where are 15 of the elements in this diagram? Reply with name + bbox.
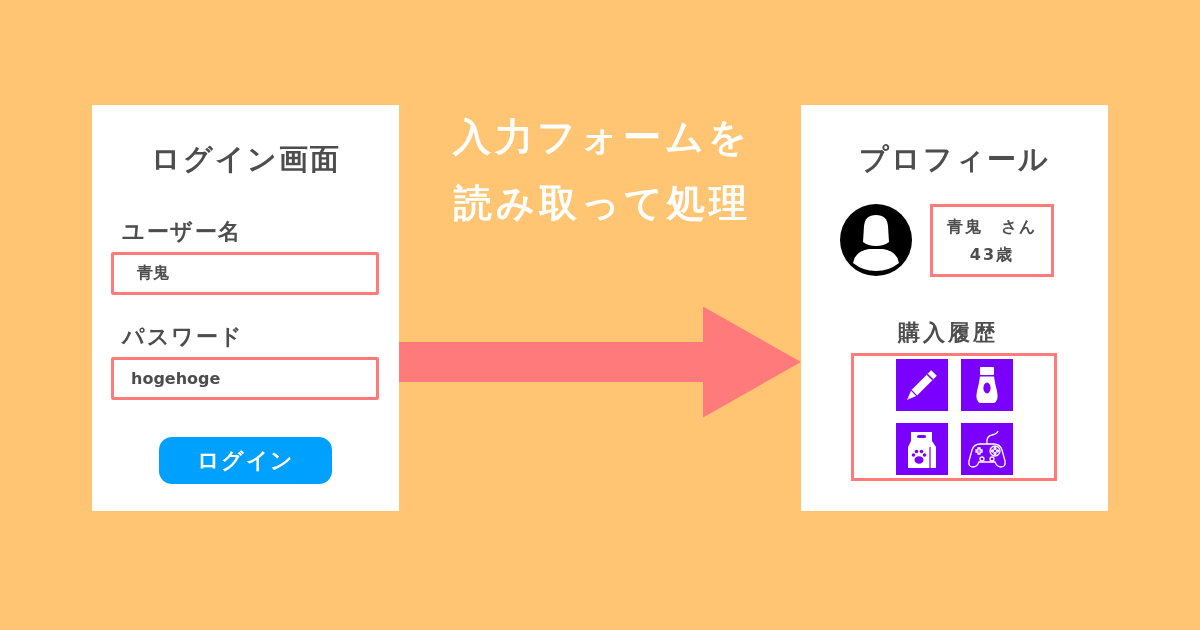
edge-label: 入力フォームを読み取って処理	[451, 114, 752, 227]
panel-title: ログイン画面	[150, 141, 341, 177]
arrow	[399, 306, 801, 418]
input-field: 青鬼	[111, 252, 379, 295]
section-heading: 購入履歴	[898, 320, 998, 346]
input-field: hogehoge	[111, 357, 379, 400]
field-label: パスワード	[122, 324, 244, 350]
name-text: 青鬼 さん	[947, 215, 1037, 238]
info-box	[930, 204, 1054, 277]
field-label: ユーザー名	[122, 219, 242, 245]
panel-title: プロフィール	[859, 141, 1050, 177]
age-text: 43歳	[969, 243, 1015, 266]
login-button: ログイン	[159, 437, 332, 484]
login-panel	[92, 105, 399, 511]
profile-panel	[801, 105, 1108, 511]
